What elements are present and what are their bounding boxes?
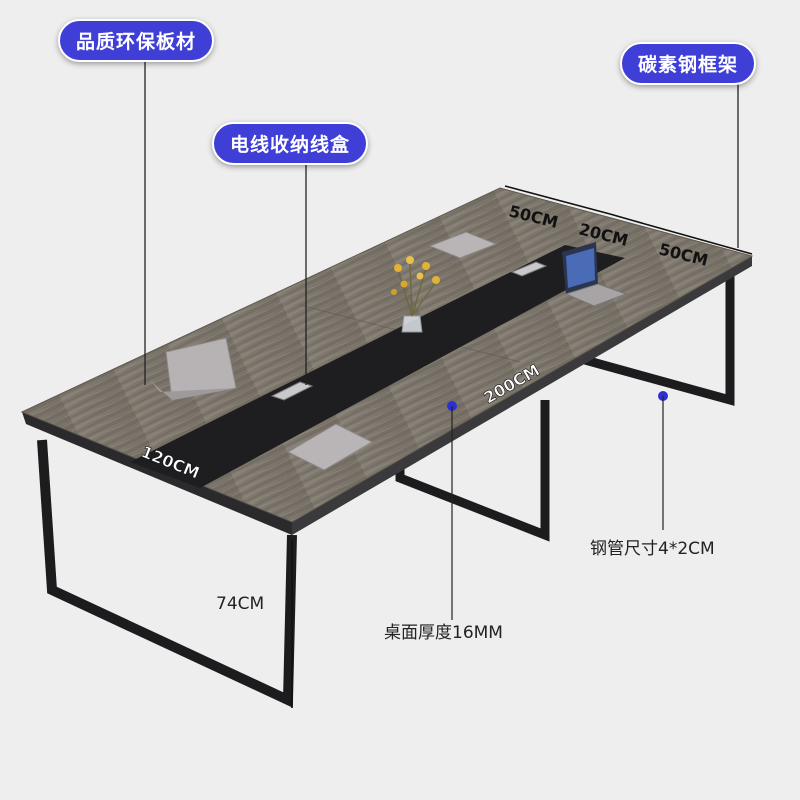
laptop-closed-back: [428, 231, 498, 259]
tabletop-right-edge: [292, 256, 752, 535]
callout-material: 品质环保板材: [58, 19, 215, 62]
laptop-closed-left: [150, 337, 237, 401]
callout-cable-box: 电线收纳线盒: [212, 122, 369, 165]
callout-lines: [144, 55, 739, 385]
laptop-closed-front: [286, 423, 374, 471]
tabletop-front-edge: [22, 412, 292, 535]
flower-vase: [391, 256, 440, 333]
laptop-open-right: [562, 242, 628, 307]
back-leg-frame-middle: [395, 400, 550, 542]
dim-height: 74CM: [216, 594, 265, 614]
cable-grommet-near: [270, 381, 314, 401]
cable-management-strip: [130, 245, 625, 488]
callout-frame: 碳素钢框架: [620, 42, 757, 85]
cable-grommet-far: [510, 261, 548, 277]
dimension-lines: [291, 185, 753, 708]
label-steel-tube-size: 钢管尺寸4*2CM: [590, 539, 715, 559]
label-tabletop-thickness: 桌面厚度16MM: [384, 623, 503, 643]
front-leg-frame: [37, 439, 297, 708]
